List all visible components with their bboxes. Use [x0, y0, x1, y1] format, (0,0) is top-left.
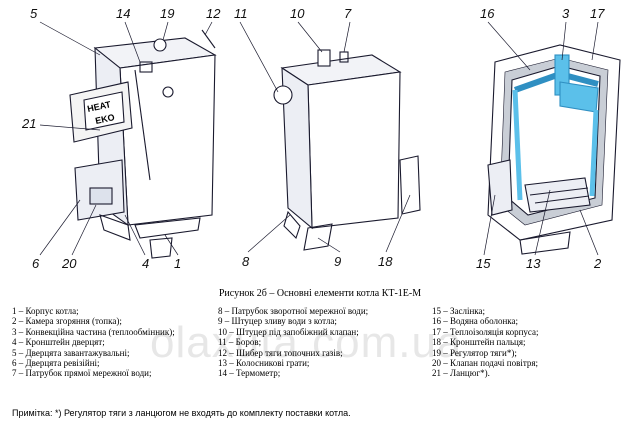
boiler-rear-view	[273, 49, 421, 251]
callout-label: 19	[160, 6, 174, 21]
legend-item: 13 – Колосникові грати;	[218, 358, 310, 369]
callout-label: 1	[174, 256, 181, 271]
figure-caption: Рисунок 2б – Основні елементи котла КТ-1…	[218, 288, 422, 299]
legend-column-3: 15 – Заслінка; 16 – Водяна оболонка; 17 …	[432, 306, 539, 379]
footnote: Примітка: *) Регулятор тяги з ланцюгом н…	[12, 408, 351, 418]
legend-item: 2 – Камера згоряння (топка);	[12, 316, 122, 327]
legend-column-2: 8 – Патрубок зворотної мережної води; 9 …	[218, 306, 368, 379]
legend-item: 17 – Теплоізоляція корпуса;	[432, 326, 539, 337]
callout-label: 3	[562, 6, 570, 21]
legend-item: 18 – Кронштейн пальця;	[432, 337, 526, 348]
callout-label: 8	[242, 254, 250, 269]
legend-item: 6 – Дверцята ревізійні;	[12, 358, 100, 369]
boiler-drawing: HEAT EKO 5 14 19 12 21 6 20 4 1 11 10 7 …	[21, 6, 621, 271]
callout-label: 21	[21, 116, 36, 131]
callout-label: 7	[344, 6, 352, 21]
legend-item: 8 – Патрубок зворотної мережної води;	[218, 306, 369, 316]
legend-item: 14 – Термометр;	[218, 368, 281, 379]
legend-item: 9 – Штуцер зливу води з котла;	[218, 316, 337, 327]
boiler-section-view	[487, 44, 621, 255]
callout-label: 20	[61, 256, 77, 271]
legend-item: 21 – Ланцюг*).	[432, 368, 490, 379]
legend-item: 11 – Боров;	[218, 337, 262, 348]
callout-label: 18	[378, 254, 393, 269]
callout-label: 4	[142, 256, 149, 271]
brand-heat: HEAT	[86, 99, 112, 114]
legend-item: 15 – Заслінка;	[432, 306, 486, 316]
callout-label: 15	[476, 256, 491, 271]
legend-item: 1 – Корпус котла;	[12, 306, 79, 316]
legend-item: 10 – Штуцер під запобіжний клапан;	[218, 326, 359, 337]
callout-label: 6	[32, 256, 40, 271]
legend-item: 7 – Патрубок прямої мережної води;	[12, 368, 152, 379]
callout-label: 14	[116, 6, 130, 21]
legend-item: 4 – Кронштейн дверцят;	[12, 337, 105, 348]
legend-item: 5 – Дверцята завантажувальні;	[12, 347, 130, 358]
boiler-front-view	[69, 29, 217, 259]
legend-item: 19 – Регулятор тяги*);	[432, 347, 517, 358]
legend-item: 12 – Шибер тяги топочних газів;	[218, 347, 343, 358]
callout-label: 10	[290, 6, 305, 21]
brand-eko: EKO	[94, 112, 115, 126]
legend: 1 – Корпус котла; 2 – Камера згоряння (т…	[12, 306, 632, 396]
callout-label: 2	[593, 256, 602, 271]
callout-label: 16	[480, 6, 495, 21]
legend-item: 20 – Клапан подачі повітря;	[432, 358, 539, 369]
legend-column-1: 1 – Корпус котла; 2 – Камера згоряння (т…	[12, 306, 175, 379]
callout-label: 9	[334, 254, 341, 269]
legend-item: 16 – Водяна оболонка;	[432, 316, 519, 327]
callout-label: 5	[30, 6, 38, 21]
legend-item: 3 – Конвекційна частина (теплообмінник);	[12, 326, 175, 337]
callout-label: 12	[206, 6, 221, 21]
callout-label: 13	[526, 256, 541, 271]
callout-label: 17	[590, 6, 605, 21]
callout-label: 11	[234, 6, 248, 21]
